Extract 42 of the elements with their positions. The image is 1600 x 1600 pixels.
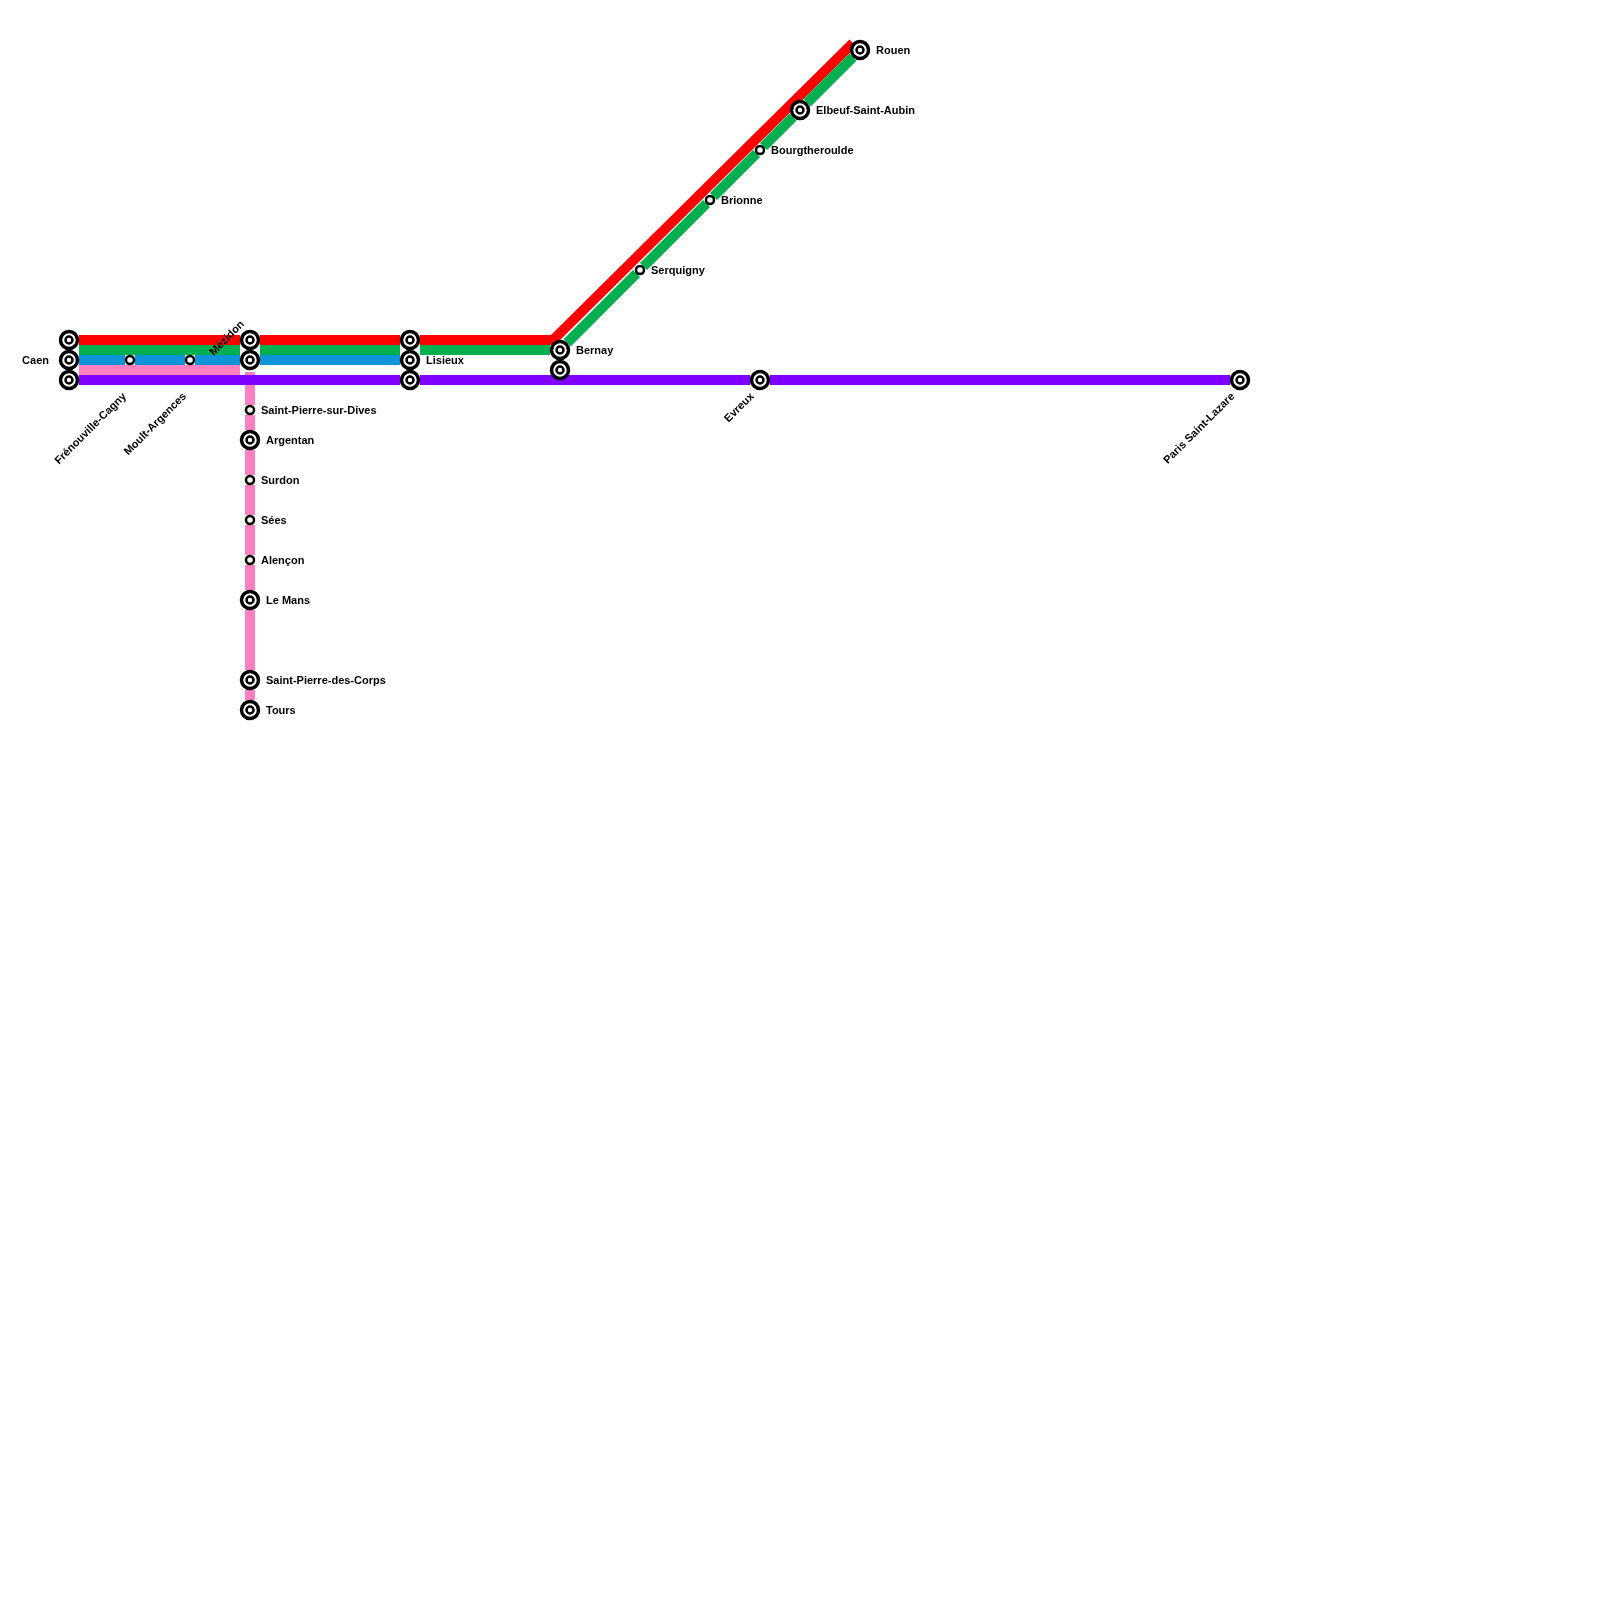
rail-line <box>79 365 240 375</box>
rail-line <box>563 269 641 347</box>
rail-line <box>79 375 400 385</box>
station-name: Alençon <box>261 554 305 566</box>
station-name: Serquigny <box>651 264 705 276</box>
station-name: Bernay <box>576 344 614 356</box>
station-name: Brionne <box>721 194 763 206</box>
station-name: Saint-Pierre-sur-Dives <box>261 404 377 416</box>
rail-line <box>79 335 240 345</box>
station-name: Rouen <box>876 44 911 56</box>
rail-line <box>260 335 400 345</box>
rail-line <box>245 610 255 670</box>
rail-line <box>770 375 1230 385</box>
rail-line <box>245 525 255 555</box>
station-name: Bourgtheroulde <box>771 144 854 156</box>
rail-line <box>260 345 400 355</box>
station-name: Tours <box>266 704 296 716</box>
rail-line <box>245 450 255 475</box>
rail-line <box>639 199 711 271</box>
rail-line <box>420 375 750 385</box>
rail-line <box>709 149 761 201</box>
rail-line <box>803 53 857 107</box>
station-name: Elbeuf-Saint-Aubin <box>816 104 915 116</box>
rail-line <box>759 113 797 151</box>
rail-line <box>79 355 125 365</box>
rail-line <box>420 345 550 355</box>
rail-line <box>245 690 255 700</box>
rail-line <box>135 355 185 365</box>
rail-line <box>79 345 240 355</box>
station-name: Le Mans <box>266 594 310 606</box>
station-name: Sées <box>261 514 287 526</box>
rail-line <box>245 565 255 590</box>
station-name: Argentan <box>266 434 315 446</box>
rail-line <box>195 355 240 365</box>
rail-line <box>245 372 255 405</box>
station-name: Lisieux <box>426 354 464 366</box>
rail-line <box>245 415 255 430</box>
station-name: Caen <box>22 354 49 366</box>
rail-line <box>245 485 255 515</box>
station-name: Saint-Pierre-des-Corps <box>266 674 386 686</box>
rail-line <box>260 355 400 365</box>
station-name: Surdon <box>261 474 300 486</box>
